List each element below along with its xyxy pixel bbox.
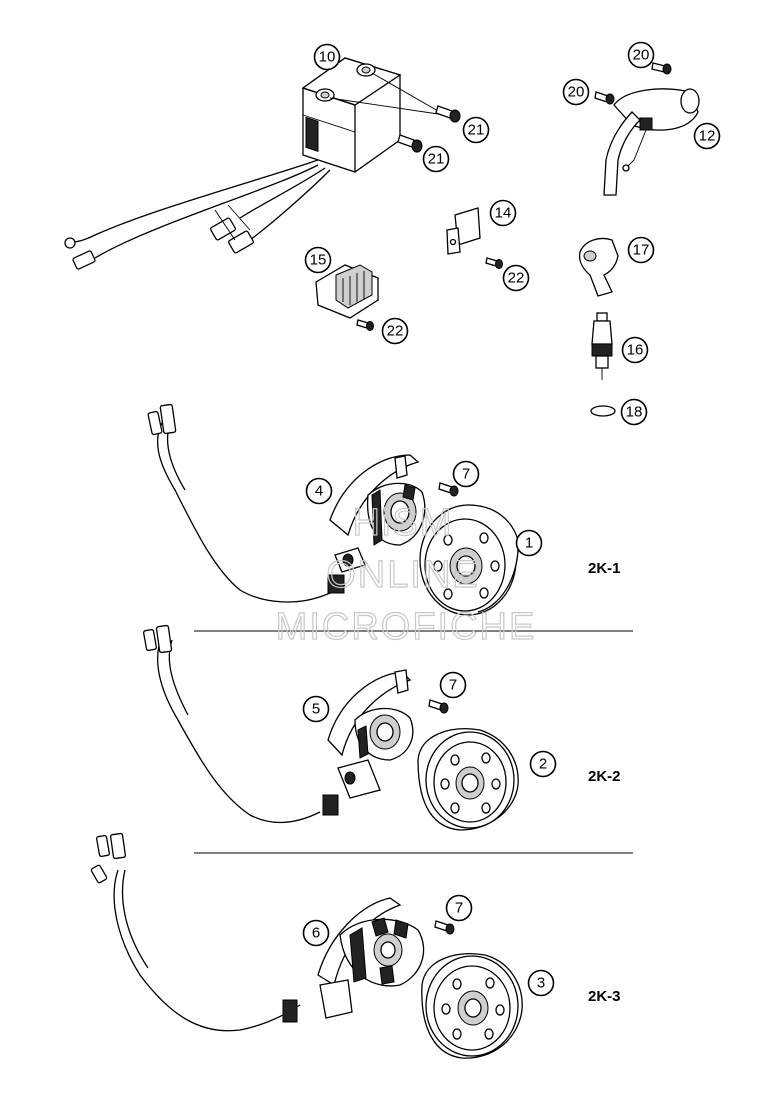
- watermark-line-1: HiSM: [353, 502, 454, 544]
- screw-7-2k3-drawing: [434, 920, 455, 935]
- stator-2k1-drawing: [147, 403, 426, 603]
- callout-17[interactable]: 17: [627, 236, 655, 264]
- callout-17-label: 17: [633, 242, 650, 259]
- callout-21-upper[interactable]: 21: [462, 116, 490, 144]
- spark-plug-parts-drawing: [578, 237, 619, 417]
- callout-3-label: 3: [537, 975, 545, 992]
- callout-22-bracket-label: 22: [508, 270, 525, 287]
- callout-7-2k2[interactable]: 7: [439, 671, 467, 699]
- cd-unit-drawing: [64, 57, 446, 270]
- callout-12[interactable]: 12: [693, 122, 721, 150]
- screw-21-drawing: [397, 105, 461, 153]
- callout-16-label: 16: [627, 342, 644, 359]
- stator-2k2-drawing: [143, 624, 414, 824]
- callout-7-2k3[interactable]: 7: [445, 894, 473, 922]
- rotor-2k2-drawing: [417, 728, 519, 831]
- callout-2[interactable]: 2: [529, 750, 557, 778]
- callout-21-upper-label: 21: [468, 122, 485, 139]
- callout-10[interactable]: 10: [313, 43, 341, 71]
- callout-6-label: 6: [312, 925, 320, 942]
- callout-22-regulator[interactable]: 22: [381, 317, 409, 345]
- callout-7-2k1-label: 7: [462, 466, 470, 483]
- callout-7-2k1[interactable]: 7: [452, 460, 480, 488]
- callout-4-label: 4: [315, 483, 323, 500]
- callout-10-label: 10: [319, 49, 336, 66]
- variant-label-2k2[interactable]: 2K-2: [588, 768, 621, 785]
- callout-1[interactable]: 1: [515, 529, 543, 557]
- variant-label-2k1[interactable]: 2K-1: [588, 560, 621, 577]
- screw-7-2k1-drawing: [438, 482, 459, 497]
- stator-2k3-drawing: [90, 832, 425, 1032]
- callout-14-label: 14: [495, 205, 512, 222]
- callout-5-label: 5: [312, 701, 320, 718]
- callout-7-2k3-label: 7: [455, 900, 463, 917]
- bracket-drawing: [446, 207, 503, 269]
- callout-2-label: 2: [539, 756, 547, 773]
- watermark-line-3: MICROFICHE: [276, 606, 537, 648]
- callout-12-label: 12: [699, 128, 716, 145]
- rotor-2k3-drawing: [421, 953, 523, 1059]
- watermark: HiSM ONLINE MICROFICHE: [275, 501, 537, 648]
- callout-20-top[interactable]: 20: [627, 41, 655, 69]
- variant-label-2k3[interactable]: 2K-3: [588, 988, 621, 1005]
- callout-21-lower-label: 21: [428, 151, 445, 168]
- callout-4[interactable]: 4: [305, 477, 333, 505]
- callout-18-label: 18: [626, 404, 643, 421]
- callout-15-label: 15: [310, 252, 327, 269]
- callout-20-left-label: 20: [568, 84, 585, 101]
- callout-22-bracket[interactable]: 22: [502, 264, 530, 292]
- callout-7-2k2-label: 7: [449, 677, 457, 694]
- callout-21-lower[interactable]: 21: [422, 145, 450, 173]
- callout-3[interactable]: 3: [527, 969, 555, 997]
- rotor-2k1-drawing: [419, 504, 519, 616]
- callout-20-left[interactable]: 20: [562, 78, 590, 106]
- watermark-line-2: ONLINE: [326, 554, 479, 596]
- callout-20-top-label: 20: [633, 47, 650, 64]
- regulator-drawing: [315, 264, 379, 331]
- screw-7-2k2-drawing: [428, 699, 449, 714]
- callout-18[interactable]: 18: [620, 398, 648, 426]
- callout-22-regulator-label: 22: [387, 323, 404, 340]
- ignition-coil-drawing: [594, 62, 700, 196]
- callout-14[interactable]: 14: [489, 199, 517, 227]
- callout-1-label: 1: [525, 535, 533, 552]
- callout-15[interactable]: 15: [304, 246, 332, 274]
- callout-16[interactable]: 16: [621, 336, 649, 364]
- callout-5[interactable]: 5: [302, 695, 330, 723]
- callout-6[interactable]: 6: [302, 919, 330, 947]
